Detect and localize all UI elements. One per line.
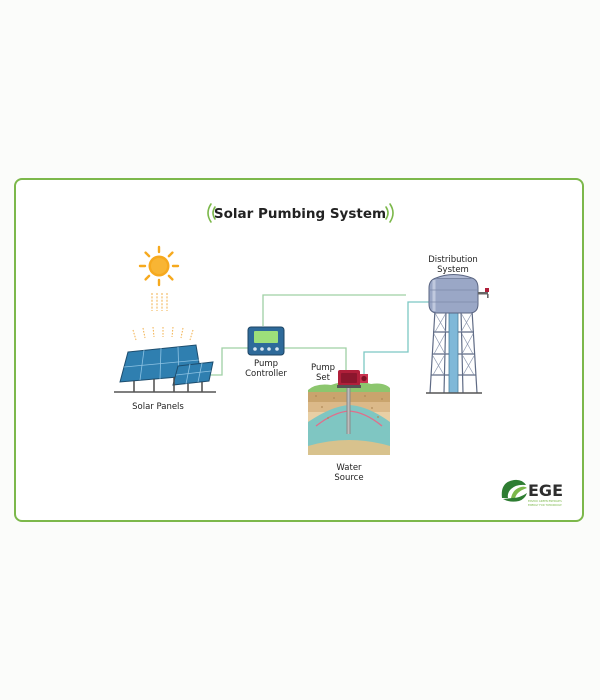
ege-logo: EGE ENVIRO GREEN ENERGIES ENERGY FOR TOM…: [501, 479, 563, 507]
label-water-source-line2: Source: [334, 473, 363, 483]
logo-text: EGE: [528, 481, 563, 500]
right-bracket-icon: [385, 203, 394, 223]
left-bracket-icon: [207, 203, 216, 223]
label-solar-panels: Solar Panels: [132, 402, 184, 412]
cable-controller-to-pump: [284, 347, 347, 372]
pipe-pump-to-tank: [363, 301, 429, 375]
label-distribution-line1: Distribution: [428, 255, 478, 265]
leaf-logo-icon: [501, 479, 527, 502]
water-source-cross-section: [308, 381, 390, 455]
diagram-title: Solar Pumbing System: [214, 206, 386, 222]
label-pump-controller-line1: Pump: [254, 359, 278, 369]
label-pump-set-line2: Set: [316, 373, 331, 383]
logo-tagline-1: ENVIRO GREEN ENERGIES: [528, 499, 562, 503]
sun-rays: [151, 293, 168, 311]
label-pump-set-line1: Pump: [311, 363, 335, 373]
pump-controller: [247, 326, 285, 356]
sun-icon: [138, 245, 180, 287]
connections: [202, 294, 429, 376]
diagram-card: Solar Pumbing System: [14, 178, 584, 522]
logo-tagline-2: ENERGY FOR TOMORROW: [528, 503, 562, 507]
solar-pumping-diagram: Solar Pumbing System: [114, 203, 563, 507]
water-tower: [426, 274, 489, 394]
panel-rays: [132, 326, 194, 341]
label-water-source-line1: Water: [336, 463, 362, 473]
title-group: Solar Pumbing System: [207, 203, 394, 223]
solar-panels: [114, 344, 216, 393]
cable-controller-to-tank: [262, 294, 406, 326]
label-pump-controller-line2: Controller: [245, 369, 287, 379]
cable-panel-to-controller: [202, 347, 248, 376]
label-distribution-line2: System: [437, 265, 469, 275]
pump-set: [337, 370, 368, 388]
